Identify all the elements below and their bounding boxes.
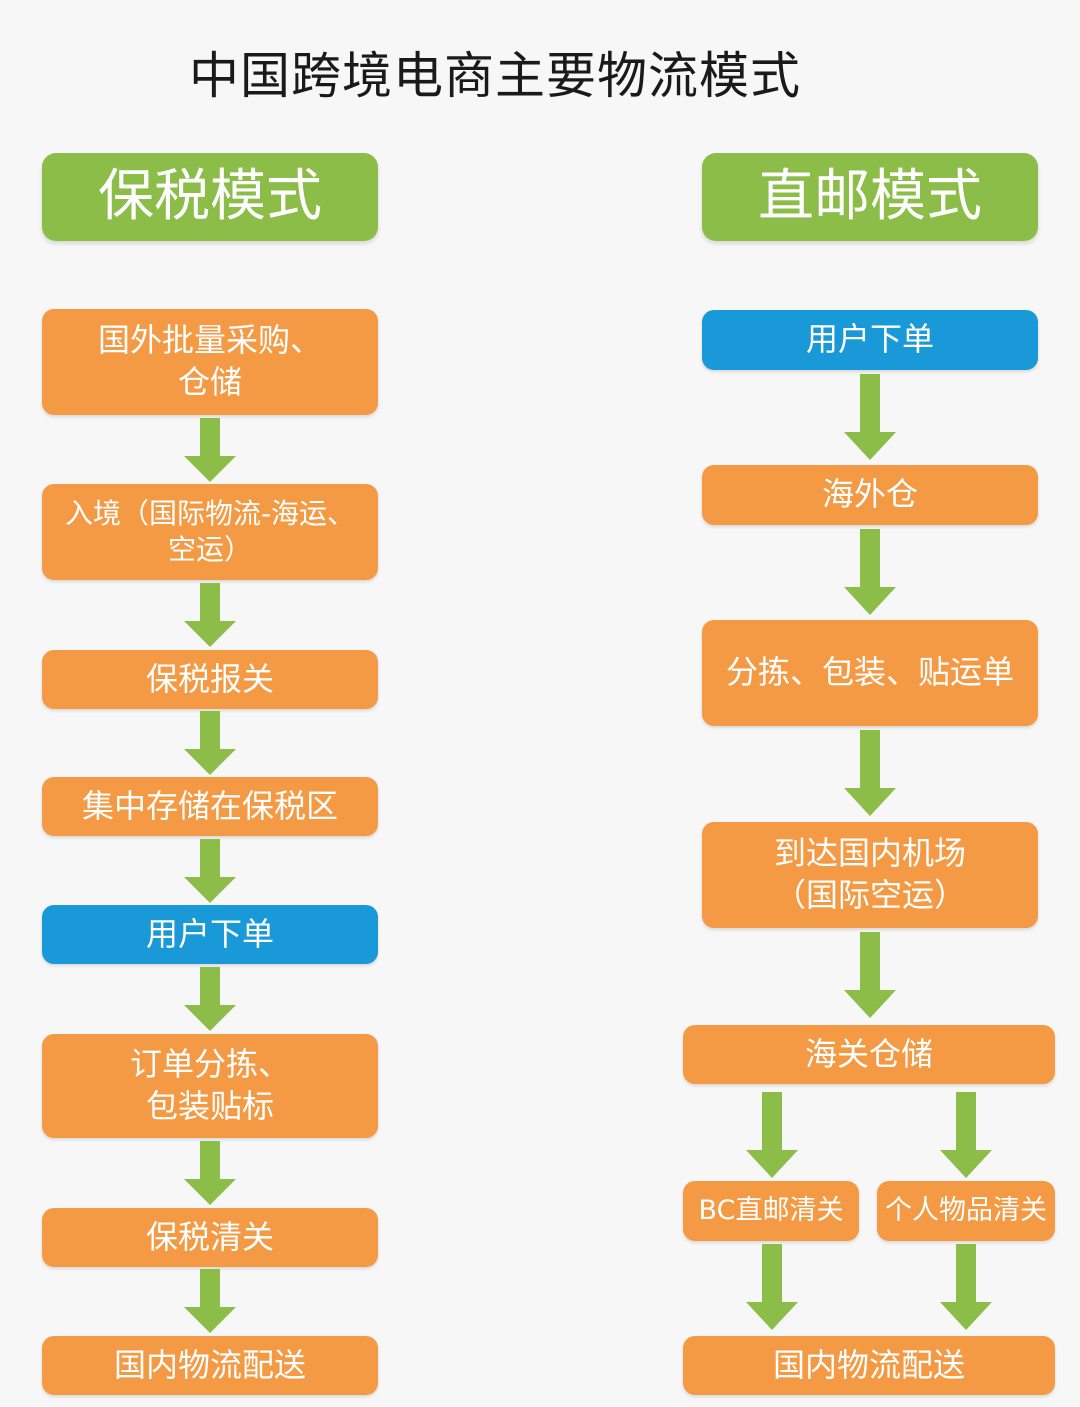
arrow-down-icon (182, 839, 238, 903)
bonded-mode-header: 保税模式 (42, 153, 378, 241)
arrow-down-icon (182, 711, 238, 775)
arrow-down-icon (842, 374, 898, 460)
direct-branch-bc-clearance: BC直邮清关 (683, 1181, 859, 1241)
direct-mode-header: 直邮模式 (702, 153, 1038, 241)
bonded-step-user-order: 用户下单 (42, 905, 378, 964)
arrow-down-icon (744, 1244, 800, 1330)
direct-step-user-order: 用户下单 (702, 310, 1038, 370)
arrow-down-icon (182, 1141, 238, 1205)
diagram-title: 中国跨境电商主要物流模式 (189, 47, 801, 105)
arrow-down-icon (842, 529, 898, 615)
bonded-step-domestic-delivery: 国内物流配送 (42, 1336, 378, 1395)
direct-step-overseas-warehouse: 海外仓 (702, 465, 1038, 525)
bonded-step-entry: 入境（国际物流-海运、 空运） (42, 484, 378, 580)
bonded-step-overseas-purchase: 国外批量采购、 仓储 (42, 309, 378, 415)
direct-step-customs-warehouse: 海关仓储 (683, 1025, 1055, 1084)
bonded-step-customs-declaration: 保税报关 (42, 650, 378, 709)
arrow-down-icon (842, 932, 898, 1018)
arrow-down-icon (938, 1244, 994, 1330)
arrow-down-icon (182, 967, 238, 1031)
bonded-step-customs-clearance: 保税清关 (42, 1208, 378, 1267)
bonded-step-centralized-storage: 集中存储在保税区 (42, 777, 378, 836)
arrow-down-icon (182, 418, 238, 482)
arrow-down-icon (182, 583, 238, 647)
bonded-step-sorting-packing: 订单分拣、 包装贴标 (42, 1034, 378, 1138)
direct-step-sorting-labeling: 分拣、包装、贴运单 (702, 620, 1038, 726)
arrow-down-icon (938, 1092, 994, 1178)
direct-branch-personal-goods-clearance: 个人物品清关 (877, 1181, 1055, 1241)
direct-step-arrive-domestic-airport: 到达国内机场 （国际空运） (702, 822, 1038, 928)
arrow-down-icon (182, 1269, 238, 1333)
arrow-down-icon (842, 730, 898, 816)
direct-step-domestic-delivery: 国内物流配送 (683, 1336, 1055, 1395)
arrow-down-icon (744, 1092, 800, 1178)
